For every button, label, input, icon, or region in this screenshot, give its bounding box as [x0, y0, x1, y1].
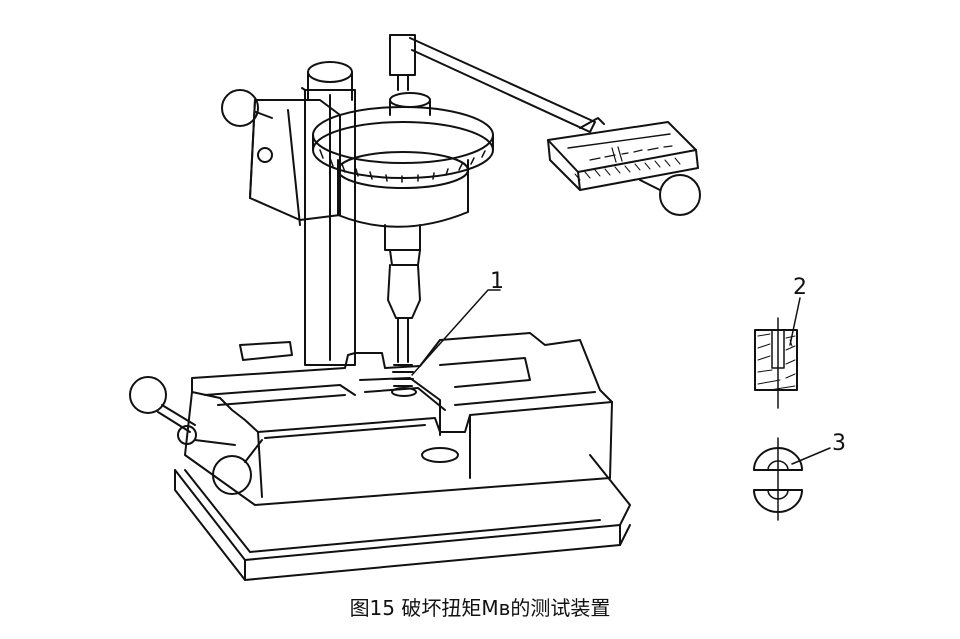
- callout-label-1: 1: [490, 269, 504, 294]
- knob-indicator-right: [639, 174, 701, 216]
- knob-upper-left: [221, 89, 273, 127]
- callout-label-3: 3: [832, 431, 846, 456]
- scale-plate: [547, 121, 699, 191]
- detail-section-view: [754, 317, 798, 409]
- leader-line-2: [789, 297, 801, 346]
- t-slot-table: [184, 332, 613, 506]
- figure-caption: 图15 破坏扭矩Mв的测试装置: [349, 596, 611, 620]
- detail-plan-view: [753, 437, 803, 521]
- knurled-handwheel: [312, 92, 494, 183]
- column-clamp-block: [249, 99, 341, 226]
- leader-line-1: [411, 289, 501, 376]
- indicator-arm: [389, 34, 605, 133]
- spindle-probe: [387, 264, 421, 397]
- knob-table-front: [212, 439, 263, 495]
- callout-label-2: 2: [793, 275, 807, 300]
- spindle-housing: [337, 151, 469, 266]
- leader-lines: [411, 289, 831, 465]
- base-plinth: [174, 454, 631, 581]
- knob-table-left: [129, 376, 236, 446]
- leader-line-3: [791, 447, 831, 465]
- column: [301, 61, 356, 366]
